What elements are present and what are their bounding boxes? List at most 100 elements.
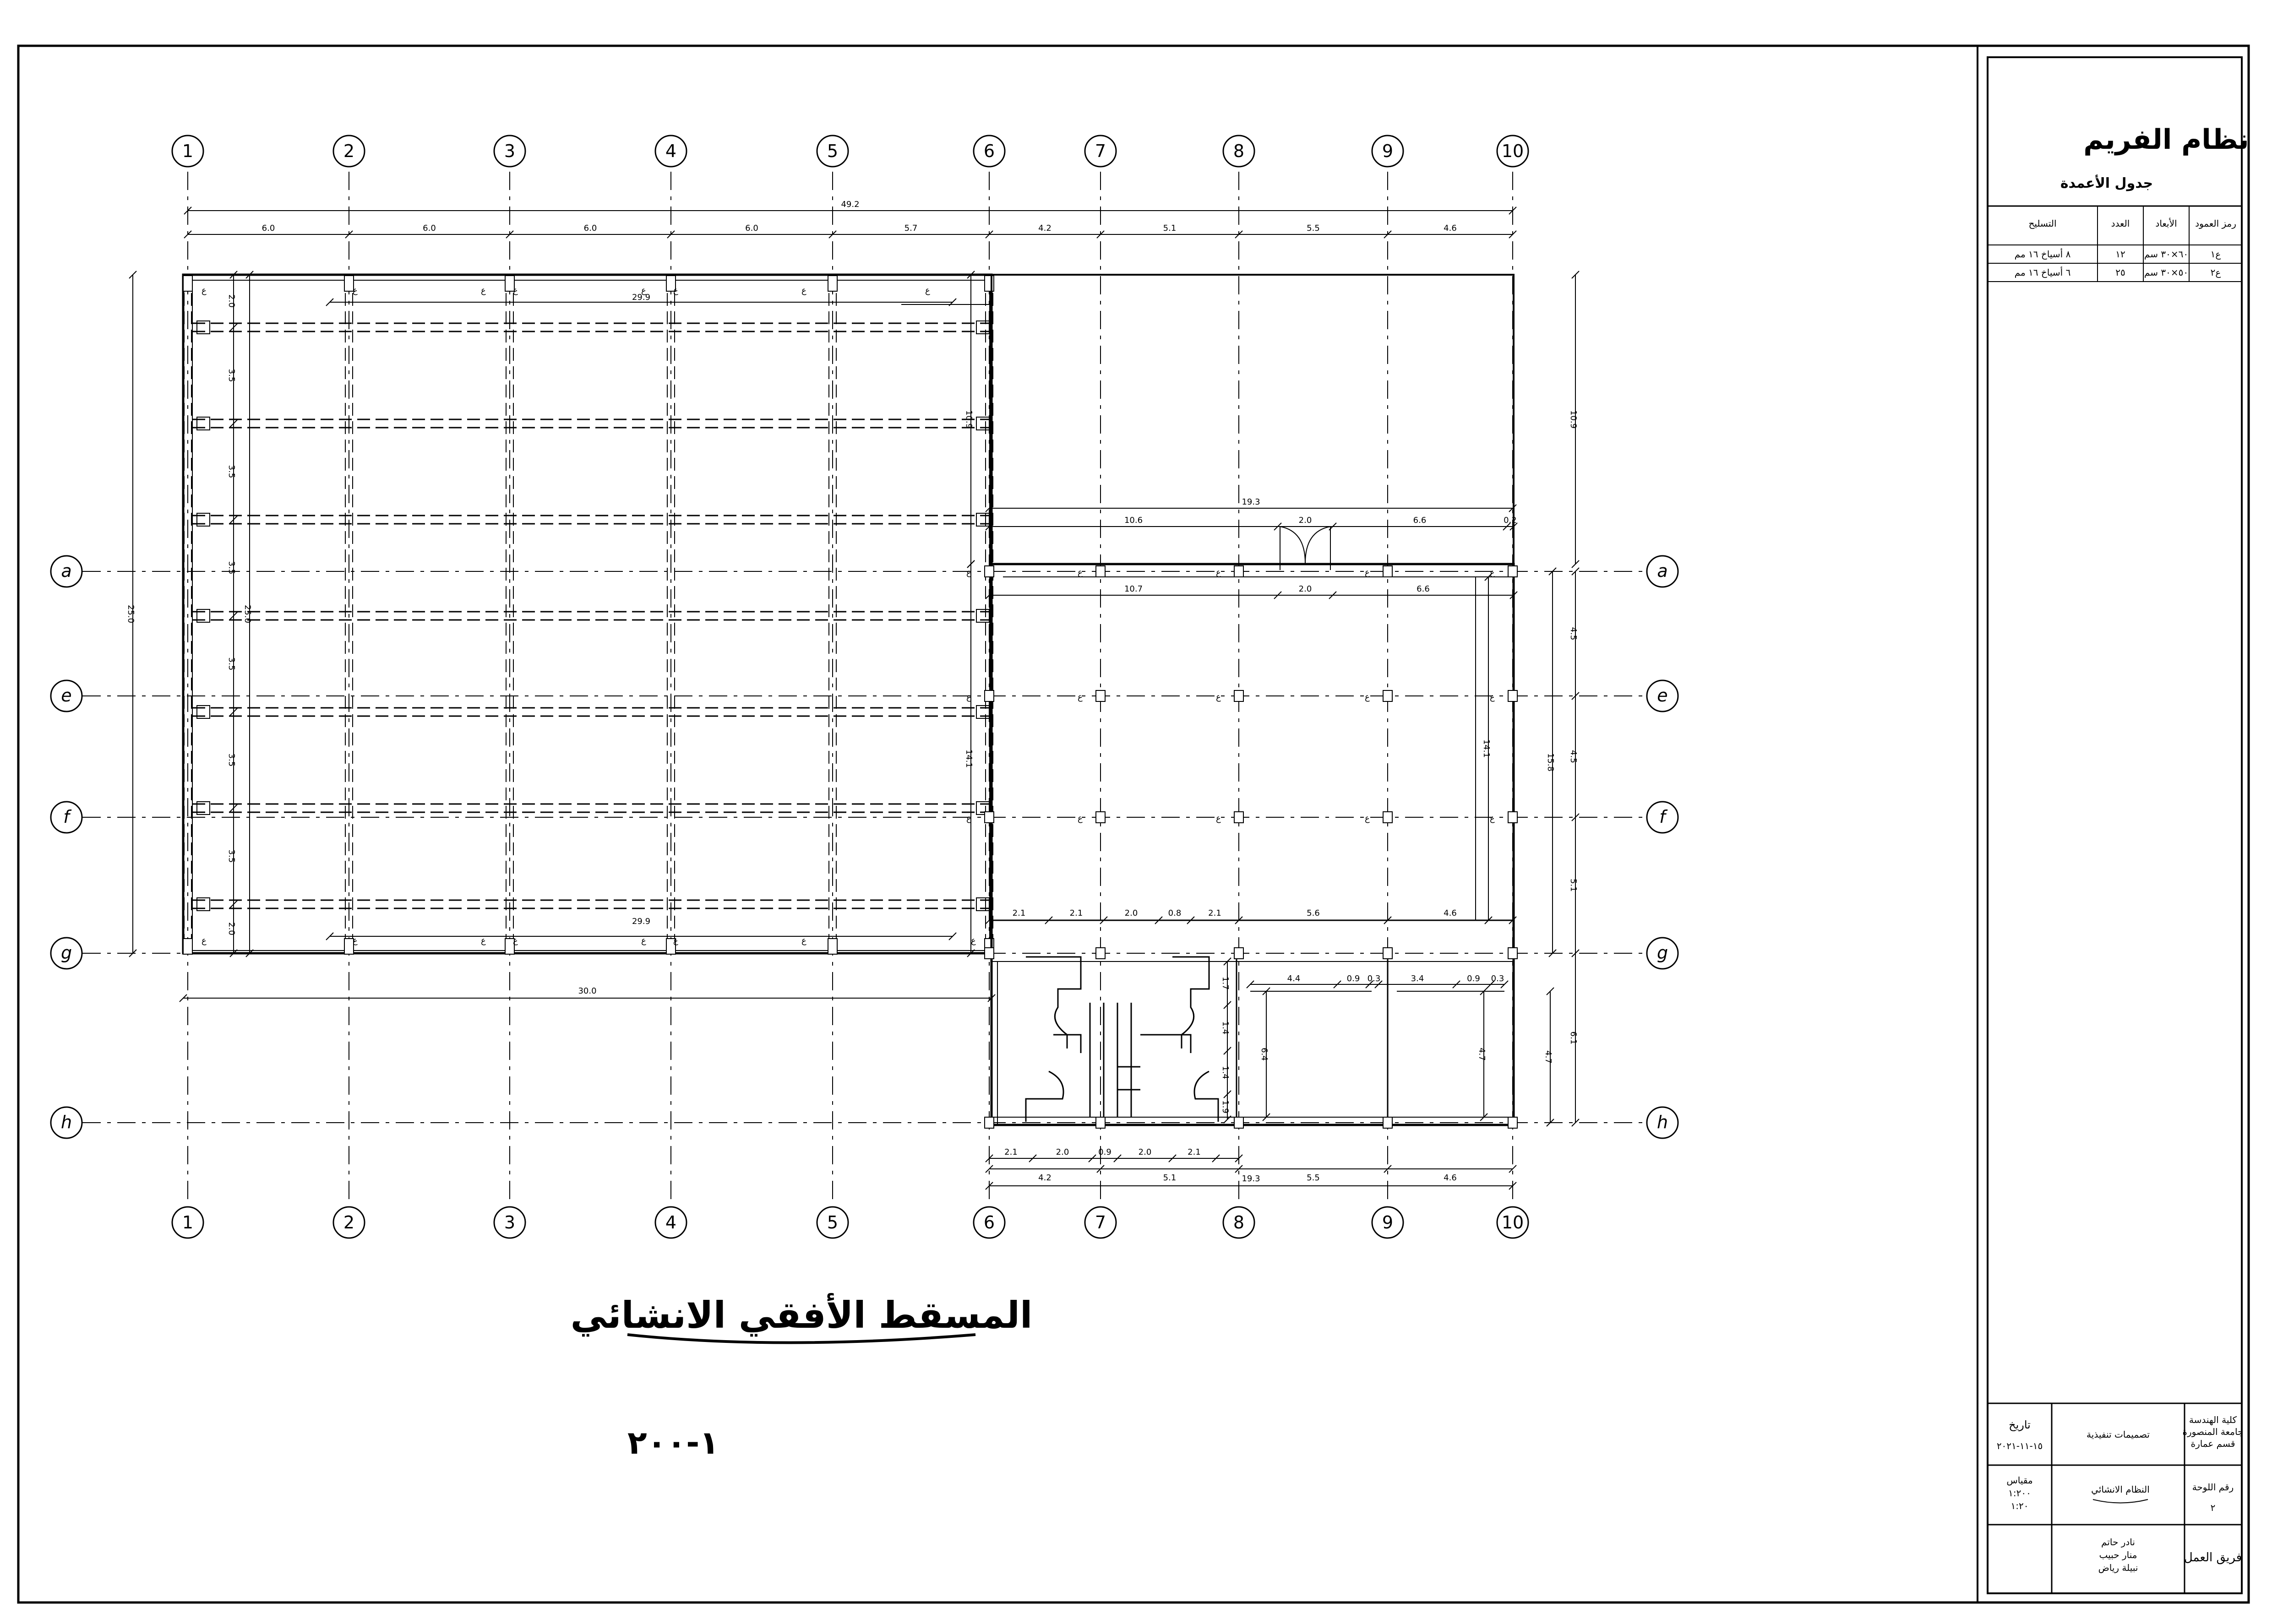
- grid-bubble-10-bottom: [1496, 1206, 1529, 1239]
- dim-top-spans-tick-2: [506, 230, 514, 239]
- dim-bottom-sub-tick-4: [1168, 1154, 1177, 1162]
- dim-left-bays-tick-0: [229, 271, 238, 279]
- dim-top-spans-tick-5: [985, 230, 993, 239]
- grid-label-8-top: 8: [1233, 141, 1244, 161]
- grid-bubble-4-top: [654, 135, 687, 168]
- dim-hall-right-bottom-tick-0: [967, 560, 975, 568]
- hall-column-mark-4: ع: [513, 286, 518, 295]
- dim-services-vert-tick-4: [1223, 1115, 1231, 1124]
- grid-bubble-a-right: [1646, 555, 1679, 588]
- td-2-count: ٢٥: [2115, 267, 2125, 278]
- dim-top-spans-tick-9: [1509, 230, 1517, 239]
- right-column-mark-10-f: ع: [1490, 814, 1495, 823]
- grid-label-8-bottom: 8: [1233, 1212, 1244, 1233]
- dim-right-mid-tick-0: [985, 591, 993, 599]
- dim-right-top-label-2: 6.6: [1413, 516, 1427, 525]
- dim-left-bays-label-2: 3.5: [227, 465, 236, 478]
- hall-edge-column-left-1: [196, 320, 210, 334]
- hall-column-mark-13: ع: [641, 936, 646, 945]
- grid-bubble-10-top: [1496, 135, 1529, 168]
- dim-services-rooms-label-2: 0.3: [1368, 974, 1381, 983]
- dim-services-top-label-1: 2.1: [1070, 908, 1083, 918]
- right-column-7-e: [1095, 690, 1106, 702]
- hall-edge-column-left-2: [196, 417, 210, 430]
- dim-hall-right-top-tick-0: [967, 271, 975, 279]
- dim-services-vert-label-2: 1.4: [1220, 1066, 1230, 1079]
- dim-bottom-sub-tick-3: [1113, 1154, 1122, 1162]
- hall-column-5-bottom: [828, 938, 838, 955]
- dim-right-outer-label-0: 10.9: [1569, 410, 1578, 429]
- course: تصميمات تنفيذية: [2087, 1429, 2150, 1440]
- right-column-7-a: [1095, 565, 1106, 577]
- hall-edge-column-right-2: [976, 417, 990, 430]
- dim-top-spans-tick-0: [184, 230, 192, 239]
- grid-label-6-top: 6: [984, 141, 995, 161]
- sheet-no-value: ٢: [2211, 1502, 2216, 1513]
- dim-bottom-sub-tick-0: [985, 1154, 993, 1162]
- dim-services-rooms-tick-1: [1333, 980, 1341, 989]
- grid-label-9-top: 9: [1382, 141, 1393, 161]
- date-value: ١٥-١١-٢٠٢١: [1997, 1440, 2043, 1451]
- dim-bottom-sub-tick-6: [1235, 1154, 1243, 1162]
- dim-left-bays-tick-3: [229, 516, 238, 524]
- dim-top-spans-tick-1: [345, 230, 353, 239]
- right-column-mark-8-f: ع: [1216, 814, 1221, 823]
- services-column-6-g: [984, 947, 994, 959]
- dim-services-rooms-tick-3: [1374, 980, 1383, 989]
- dim-bottom-sub-label-3: 2.0: [1139, 1147, 1152, 1157]
- hall-column-4-bottom: [666, 938, 676, 955]
- grid-bubble-3-top: [493, 135, 526, 168]
- dim-right-top-label-3: 0.2: [1504, 516, 1517, 525]
- dim-services-rooms-label-4: 0.9: [1467, 974, 1480, 983]
- dim-left-inner-label-0: 25.0: [243, 605, 252, 623]
- dim-hall-right-top-label-0: 10.9: [964, 410, 974, 429]
- dim-right-side-label-3: 6.1: [1569, 1032, 1578, 1045]
- dim-bottom-sub-label-0: 2.1: [1004, 1147, 1018, 1157]
- dim-right-side-label-2: 5.1: [1569, 879, 1578, 892]
- dim-bottom-spans-tick-3: [1384, 1165, 1392, 1173]
- grid-label-9-bottom: 9: [1382, 1212, 1393, 1233]
- right-column-9-e: [1383, 690, 1393, 702]
- dim-services-top-label-0: 2.1: [1013, 908, 1026, 918]
- hall-column-2-bottom: [344, 938, 354, 955]
- dim-right-top-tick-3: [1503, 522, 1511, 531]
- right-column-10-f: [1508, 811, 1518, 823]
- hall-column-mark-11: ع: [481, 936, 486, 945]
- right-column-10-e: [1508, 690, 1518, 702]
- dim-services-vert-tick-3: [1223, 1090, 1231, 1098]
- dim-services-h3-label-0: 4.7: [1543, 1050, 1553, 1064]
- dim-top-spans-tick-4: [828, 230, 837, 239]
- dim-hall-top-tick-0: [326, 298, 334, 306]
- dim-top-spans-label-7: 5.5: [1307, 223, 1320, 233]
- services-column-9-g: [1383, 947, 1393, 959]
- grid-label-e-right: e: [1657, 685, 1667, 706]
- grid-label-6-bottom: 6: [984, 1212, 995, 1233]
- right-column-mark-6-a: ع: [966, 568, 971, 577]
- grid-label-g-right: g: [1657, 943, 1668, 963]
- grid-bubble-6-bottom: [973, 1206, 1006, 1239]
- grid-bubble-2-bottom: [332, 1206, 365, 1239]
- grid-bubble-e-left: [50, 679, 83, 712]
- dim-bottom-sub-label-4: 2.1: [1188, 1147, 1201, 1157]
- hall-edge-column-right-6: [976, 801, 990, 815]
- grid-bubble-9-top: [1371, 135, 1404, 168]
- dim-services-top-tick-5: [1235, 916, 1243, 924]
- department: قسم عمارة: [2191, 1438, 2235, 1449]
- grid-bubble-f-right: [1646, 801, 1679, 834]
- services-column-8-h: [1234, 1117, 1244, 1129]
- title-block: نظام الفريم جدول الأعمدة رمز العمود الأب…: [1987, 124, 2249, 1593]
- dim-right-mid-label-2: 6.6: [1417, 584, 1430, 594]
- grid-bubble-3-bottom: [493, 1206, 526, 1239]
- grid-label-a-left: a: [61, 561, 71, 581]
- dim-services-vert-label-0: 1.7: [1220, 977, 1230, 990]
- dim-services-h2-tick-0: [1480, 987, 1488, 995]
- dim-hall-right-bottom-tick-1: [967, 949, 975, 957]
- hall-column-mark-12: ع: [513, 936, 518, 945]
- dim-bottom-spans-label-1: 5.1: [1163, 1173, 1177, 1183]
- faculty: كلية الهندسة: [2189, 1414, 2237, 1425]
- dim-top-overall-tick-1: [1509, 206, 1517, 215]
- th-rebar: التسليح: [2028, 218, 2056, 229]
- hall-column-mark-2: ع: [353, 286, 358, 295]
